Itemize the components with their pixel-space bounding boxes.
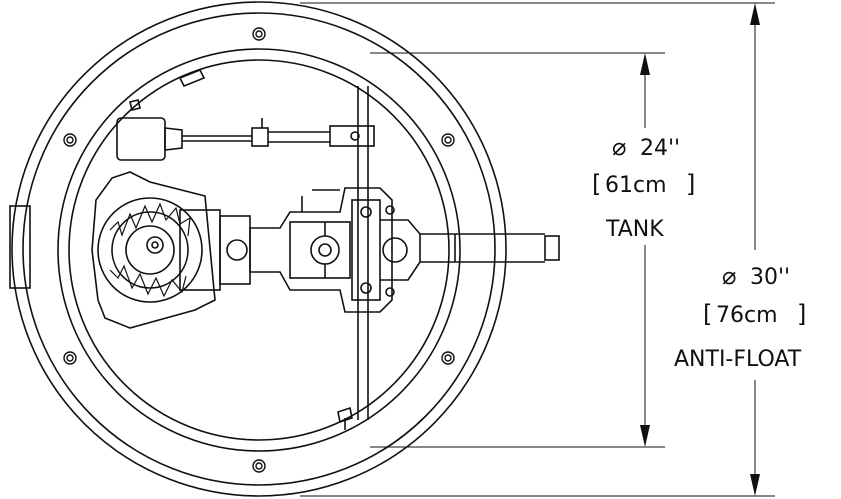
tank-diameter-symbol: ⌀ xyxy=(612,133,626,161)
check-valve-assembly xyxy=(249,187,421,313)
svg-text:]: ] xyxy=(686,170,695,198)
tank-ring-outer xyxy=(57,48,461,452)
antifloat-dimension-label: ⌀ 30'' [ 76cm ] ANTI-FLOAT xyxy=(674,262,806,372)
brackets xyxy=(129,68,353,430)
antifloat-diameter-symbol: ⌀ xyxy=(722,262,736,290)
antifloat-ring-outer xyxy=(11,1,507,497)
antifloat-ring-inner xyxy=(22,12,496,486)
dimension-arrowheads xyxy=(640,3,760,496)
antifloat-label: ANTI-FLOAT xyxy=(674,347,802,372)
bolt-holes xyxy=(63,27,455,473)
guide-rail xyxy=(357,86,369,420)
tank-ring-inner xyxy=(68,59,450,441)
tank-dimension-label: ⌀ 24'' [ 61cm ] TANK xyxy=(592,133,695,242)
antifloat-diameter-inches: 30'' xyxy=(750,265,790,290)
svg-text:]: ] xyxy=(797,300,806,328)
svg-text:[: [ xyxy=(592,170,601,198)
pump-body xyxy=(91,171,251,329)
tank-label: TANK xyxy=(605,217,664,242)
side-handle xyxy=(9,205,31,289)
tank-diameter-inches: 24'' xyxy=(640,136,680,161)
outlet-pipe xyxy=(420,233,560,263)
svg-text:[: [ xyxy=(703,300,712,328)
antifloat-diameter-cm: 76cm xyxy=(716,303,778,328)
float-switch xyxy=(116,117,375,161)
extension-lines xyxy=(300,2,775,497)
tank-diameter-cm: 61cm xyxy=(605,173,667,198)
